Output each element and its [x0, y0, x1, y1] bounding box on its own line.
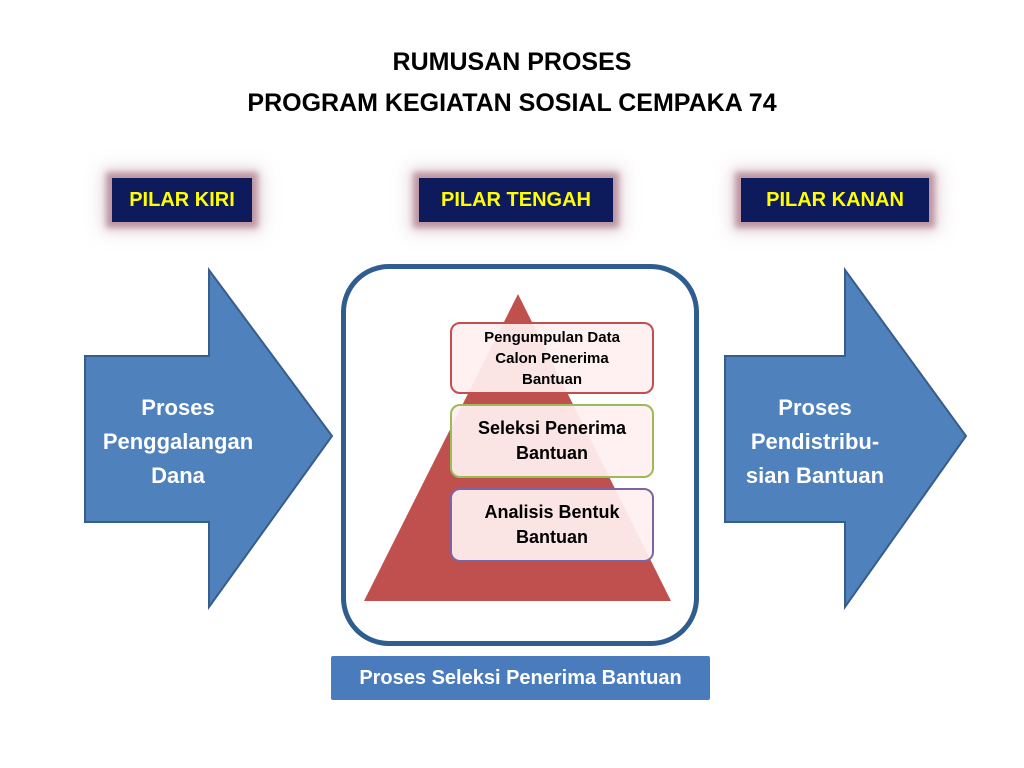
step2-line-1: Seleksi Penerima	[477, 418, 627, 438]
left-arrow-line-2: Penggalangan	[102, 429, 254, 454]
slide-title-line-1: RUMUSAN PROSES	[392, 48, 632, 76]
slide-title-line-2: PROGRAM KEGIATAN SOSIAL CEMPAKA 74	[247, 89, 777, 117]
step1-line-2: Calon Penerima	[495, 349, 609, 367]
step1-line-1: Pengumpulan Data	[484, 328, 620, 346]
right-arrow-text: Proses Pendistribu- sian Bantuan	[715, 391, 915, 493]
step3-line-2: Bantuan	[515, 527, 588, 547]
left-arrow-shape	[84, 266, 334, 611]
left-arrow-line-1: Proses	[141, 395, 215, 420]
pyramid-step-recipient-selection: Seleksi Penerima Bantuan	[450, 404, 654, 478]
right-arrow-line-1: Proses	[778, 395, 852, 420]
left-arrow-text: Proses Penggalangan Dana	[78, 391, 278, 493]
right-arrow-line-3: sian Bantuan	[745, 463, 885, 488]
step3-line-1: Analisis Bentuk	[484, 502, 620, 522]
right-arrow-line-2: Pendistribu-	[750, 429, 880, 454]
pillar-center-label: PILAR TENGAH	[419, 178, 613, 222]
pyramid-step-aid-analysis: Analisis Bentuk Bantuan	[450, 488, 654, 562]
right-arrow-shape	[724, 266, 968, 611]
left-arrow-line-3: Dana	[151, 463, 205, 488]
center-process-caption: Proses Seleksi Penerima Bantuan	[331, 656, 710, 700]
step2-line-2: Bantuan	[515, 443, 588, 463]
pillar-left-label: PILAR KIRI	[112, 178, 252, 222]
pyramid-step-data-collection: Pengumpulan Data Calon Penerima Bantuan	[450, 322, 654, 394]
step1-line-3: Bantuan	[521, 370, 582, 388]
pillar-right-label: PILAR KANAN	[741, 178, 929, 222]
